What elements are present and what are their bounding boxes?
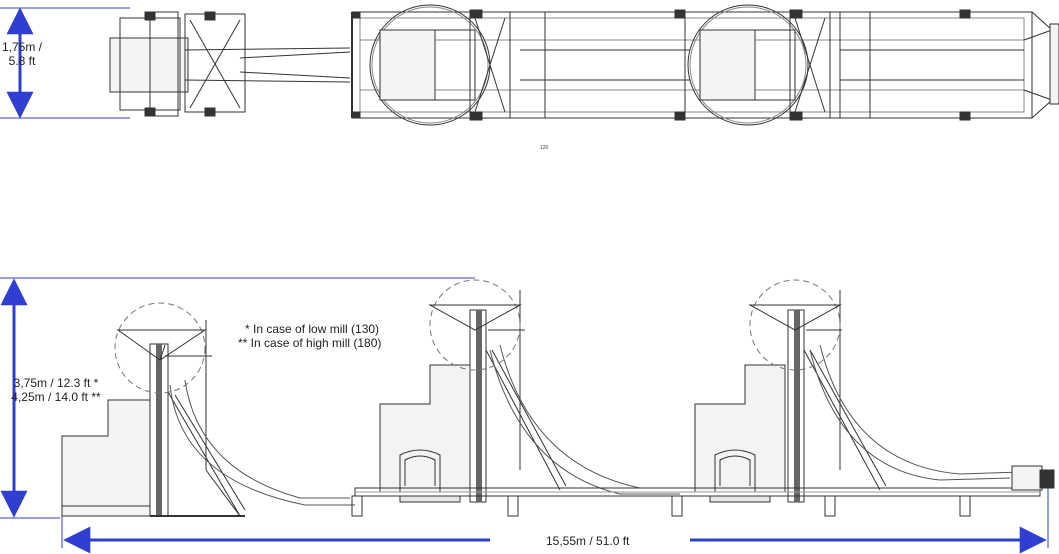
note-low-mill: * In case of low mill (130)	[245, 322, 380, 336]
side-middle-mill	[379, 279, 690, 503]
notes-block: * In case of low mill (130) ** In case o…	[238, 322, 381, 350]
side-trailer-chassis	[351, 465, 1055, 517]
top-plan-view	[0, 4, 1059, 126]
side-right-mill	[694, 279, 1021, 503]
note-high-mill: ** In case of high mill (180)	[238, 336, 382, 350]
top-mill-unit-1	[369, 4, 511, 126]
height-dimension-label: 3,75m / 12.3 ft * 4,25m / 14.0 ft **	[0, 376, 112, 404]
top-trailer-frame	[351, 9, 1059, 121]
side-elevation-view	[0, 277, 1055, 554]
width-dimension-line-2: 5.8 ft	[8, 54, 36, 68]
width-dimension-arrow	[0, 7, 130, 119]
height-dimension-arrow	[0, 277, 475, 519]
length-dimension-arrow	[61, 480, 1049, 554]
top-left-mill-unit	[109, 11, 351, 117]
length-dimension-label: 15,55m / 51.0 ft	[546, 534, 630, 548]
drawing-scale-note: 120	[540, 145, 549, 151]
width-dimension-label: 1,75m / 5.8 ft	[0, 40, 44, 68]
height-dimension-line-2: 4,25m / 14.0 ft **	[11, 390, 101, 404]
side-left-mill	[61, 302, 355, 517]
top-mill-unit-2	[687, 4, 831, 126]
width-dimension-line-1: 1,75m /	[1, 40, 43, 54]
height-dimension-line-1: 3,75m / 12.3 ft *	[13, 376, 99, 390]
